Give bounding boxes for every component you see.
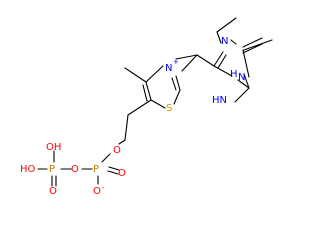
charge-minus: -: [102, 184, 105, 192]
atom-label-s: S: [166, 103, 172, 114]
atom-label-p: P: [49, 164, 55, 175]
structure-diagram: N H N HN N + S O P O O - O P OH HO O: [20, 17, 273, 197]
bond: [243, 73, 250, 89]
bond: [242, 37, 263, 48]
charge-plus: +: [173, 58, 179, 66]
atom-labels: N H N HN N + S O P O O - O P OH HO O: [20, 36, 245, 197]
atom-label-o: O: [71, 164, 79, 175]
bond: [213, 51, 224, 67]
bond: [216, 17, 237, 33]
bond: [108, 166, 120, 171]
bond: [145, 81, 152, 101]
bond: [242, 43, 263, 54]
bond: [173, 89, 181, 105]
bond: [243, 39, 273, 51]
bond: [175, 75, 181, 91]
bond: [124, 67, 147, 83]
atom-label-oh: OH: [46, 142, 61, 153]
atom-label-n: N: [238, 72, 245, 83]
bond: [118, 139, 126, 145]
atom-label-p: P: [93, 164, 99, 175]
bond: [171, 77, 177, 91]
bond: [175, 54, 198, 60]
bond: [237, 79, 250, 89]
bond: [142, 84, 148, 102]
bond: [150, 99, 166, 109]
atom-label-o: O: [118, 168, 126, 179]
atom-label-o: O: [49, 186, 57, 197]
bond: [230, 39, 237, 45]
bond: [217, 54, 227, 69]
atom-label-ho: HO: [20, 164, 36, 175]
bond: [145, 65, 164, 83]
atom-label-o: O: [113, 145, 121, 156]
atom-label-n: N: [165, 63, 172, 74]
atom-label-o: O: [93, 186, 101, 197]
bond: [107, 170, 119, 175]
bond: [213, 65, 233, 77]
bond: [181, 54, 198, 72]
atom-label-h: H: [230, 69, 238, 80]
bond: [196, 54, 215, 67]
bond: [242, 49, 250, 78]
bond: [234, 87, 250, 103]
bond: [127, 99, 152, 116]
atom-label-n: N: [221, 36, 228, 47]
bond: [124, 114, 129, 141]
bond: [216, 31, 222, 44]
atom-label-hn: HN: [212, 95, 227, 106]
bond: [101, 153, 111, 163]
bonds: [37, 17, 273, 187]
